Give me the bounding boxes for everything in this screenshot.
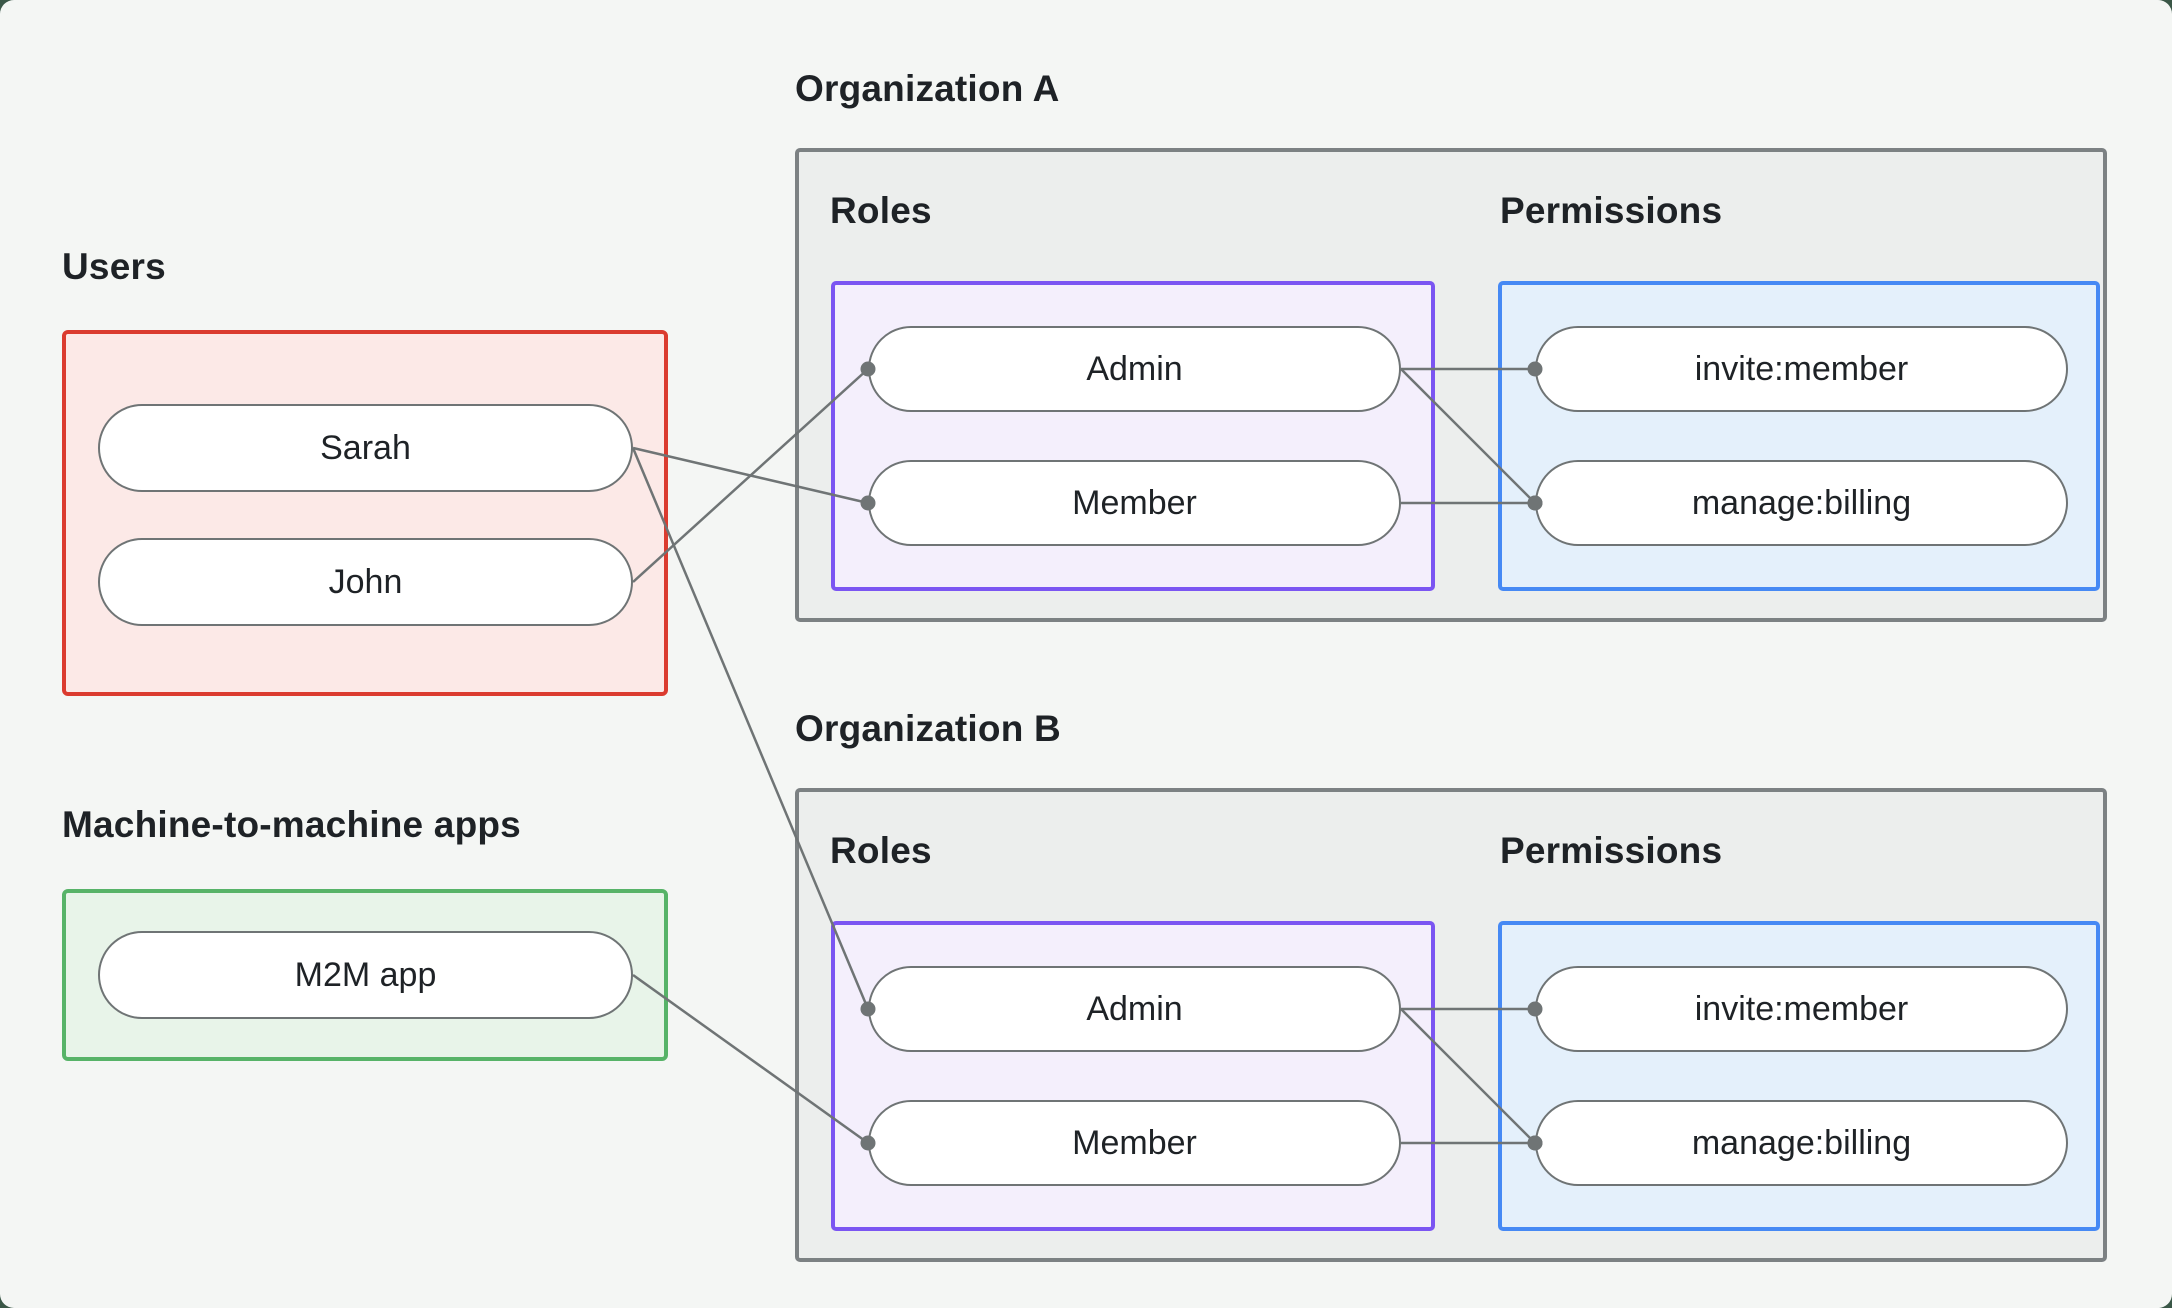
user-node-john: John bbox=[98, 538, 633, 626]
org-a-role-member: Member bbox=[868, 460, 1401, 546]
users-group-box bbox=[62, 330, 668, 696]
org-a-permission-invite-member: invite:member bbox=[1535, 326, 2068, 412]
org-b-roles-label: Roles bbox=[830, 830, 932, 871]
org-a-role-admin: Admin bbox=[868, 326, 1401, 412]
org-a-permissions-label: Permissions bbox=[1500, 190, 1723, 231]
m2m-group-label: Machine-to-machine apps bbox=[62, 804, 521, 845]
org-a-permission-manage-billing: manage:billing bbox=[1535, 460, 2068, 546]
org-b-label: Organization B bbox=[795, 708, 1061, 749]
org-b-role-admin: Admin bbox=[868, 966, 1401, 1052]
org-b-role-member: Member bbox=[868, 1100, 1401, 1186]
org-a-roles-label: Roles bbox=[830, 190, 932, 231]
org-b-permissions-label: Permissions bbox=[1500, 830, 1723, 871]
org-a-label: Organization A bbox=[795, 68, 1060, 109]
org-b-permission-manage-billing: manage:billing bbox=[1535, 1100, 2068, 1186]
user-node-sarah: Sarah bbox=[98, 404, 633, 492]
org-b-permission-invite-member: invite:member bbox=[1535, 966, 2068, 1052]
users-group-label: Users bbox=[62, 246, 166, 287]
m2m-app-node: M2M app bbox=[98, 931, 633, 1019]
